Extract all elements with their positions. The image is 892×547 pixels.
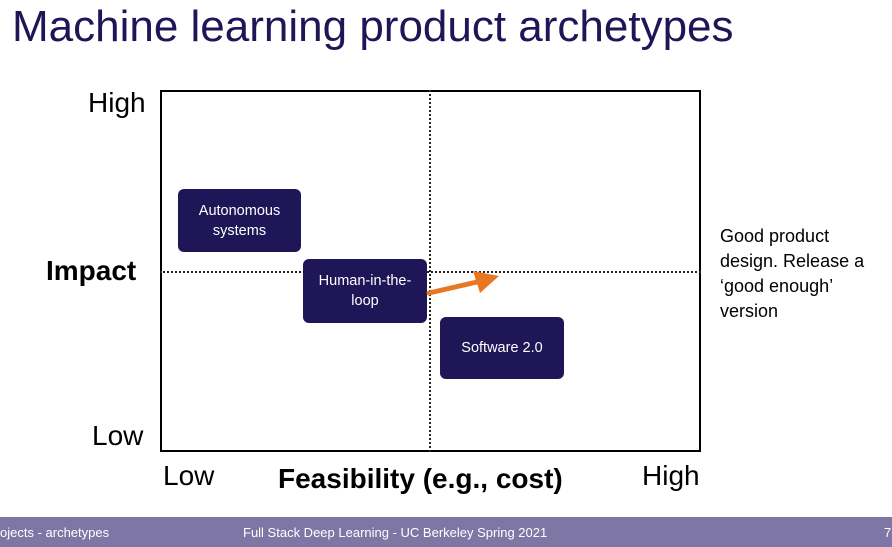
y-axis-low-label: Low — [92, 420, 144, 451]
y-axis-high-label: High — [88, 87, 146, 118]
human-in-the-loop-box: Human-in-the-loop — [303, 259, 427, 323]
x-axis-high-label: High — [642, 460, 700, 491]
x-axis-low-label: Low — [163, 460, 215, 491]
note-text: Good product design. Release a ‘good eno… — [720, 226, 865, 321]
page-number: 7 — [884, 525, 892, 540]
footer-center-text: Full Stack Deep Learning - UC Berkeley S… — [243, 525, 548, 540]
horizontal-divider — [160, 271, 701, 273]
x-axis-title: Feasibility (e.g., cost) — [278, 463, 563, 494]
autonomous-systems-box: Autonomous systems — [178, 189, 301, 252]
software-2-box: Software 2.0 — [440, 317, 564, 379]
footer-left-text: ojects - archetypes — [0, 525, 110, 540]
orange-arrow — [426, 271, 499, 296]
footer-bar: ojects - archetypes Full Stack Deep Lear… — [0, 517, 892, 547]
y-axis-title: Impact — [46, 255, 137, 286]
slide-title: Machine learning product archetypes — [12, 2, 734, 51]
